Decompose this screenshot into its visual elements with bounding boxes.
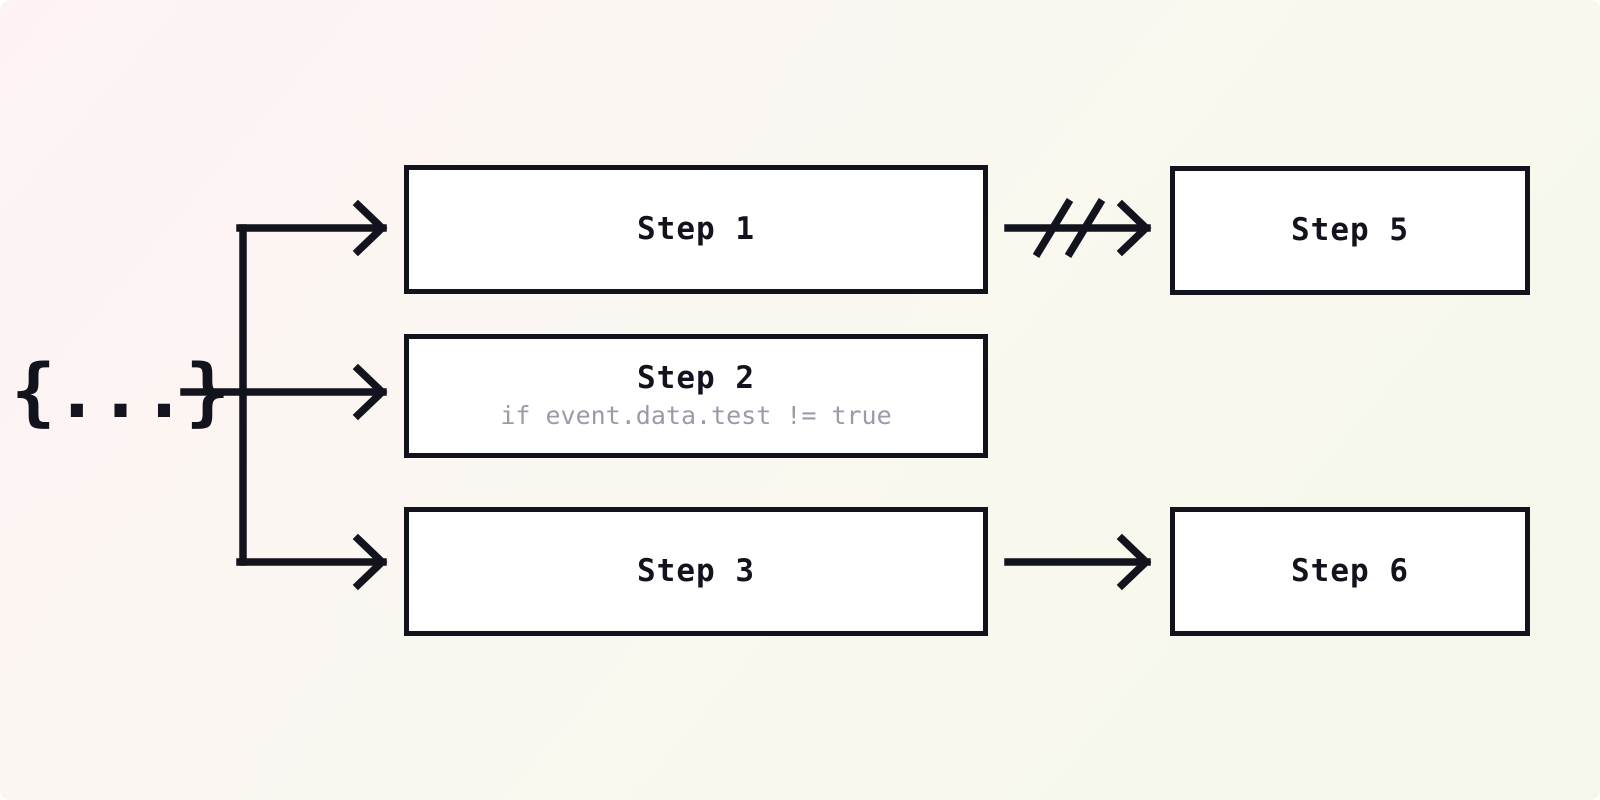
edge-source-to-step3 [236,533,388,591]
edge-source-to-step1 [236,199,388,257]
node-step1-title: Step 1 [637,210,755,247]
node-step2-condition: if event.data.test != true [500,400,892,430]
node-step5[interactable]: Step 5 [1170,166,1530,295]
node-step3-title: Step 3 [637,552,755,589]
cut-mark-1 [1032,198,1074,258]
json-object-braces-icon: {...} [11,349,230,435]
edge-step1-to-step5-cut [1004,198,1152,258]
node-step2[interactable]: Step 2 if event.data.test != true [404,334,988,458]
node-step6-title: Step 6 [1291,552,1409,589]
node-step5-title: Step 5 [1291,211,1409,248]
edge-step3-to-step6 [1004,533,1152,591]
node-step3[interactable]: Step 3 [404,507,988,636]
node-step1[interactable]: Step 1 [404,165,988,294]
cut-mark-2 [1064,198,1106,258]
node-step6[interactable]: Step 6 [1170,507,1530,636]
node-step2-title: Step 2 [637,360,755,397]
